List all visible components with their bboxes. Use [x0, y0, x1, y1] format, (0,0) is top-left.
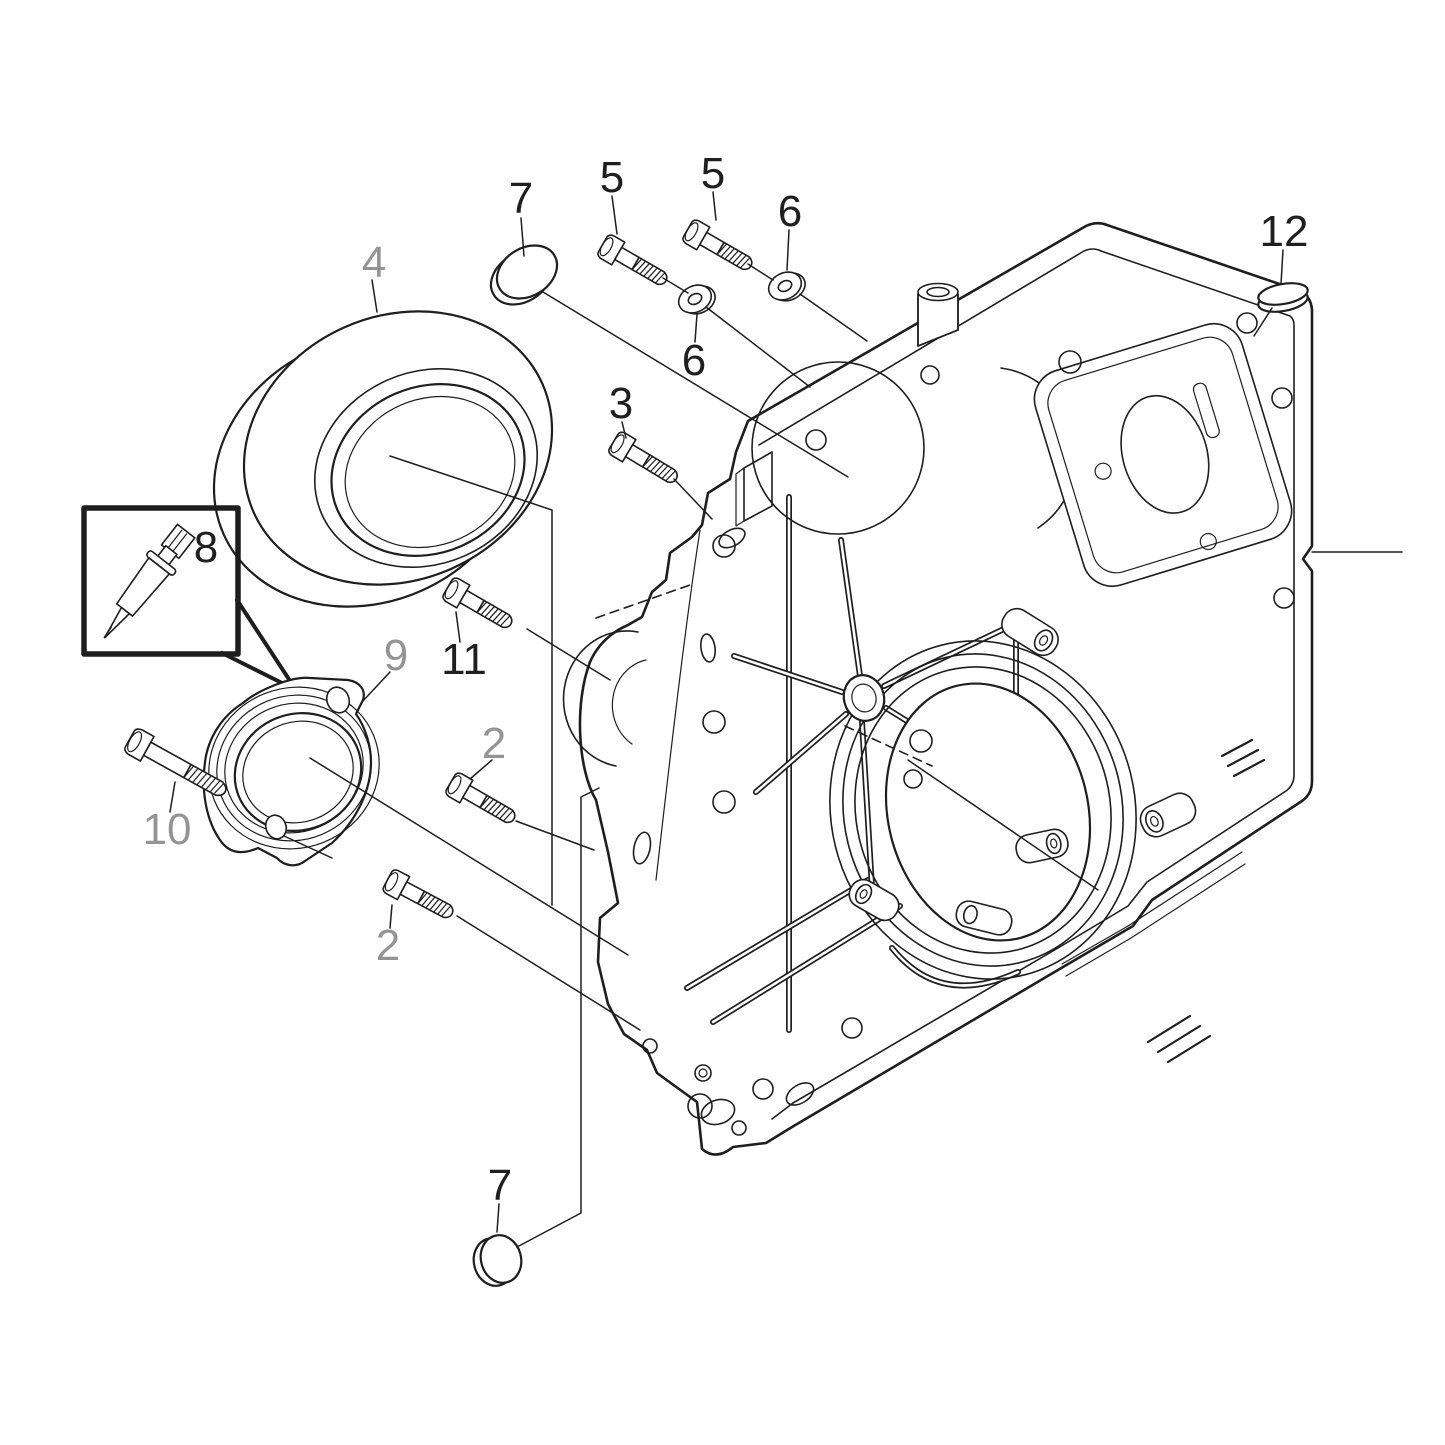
- callout-6a: 6: [682, 336, 706, 385]
- sealant-box: [81, 505, 298, 692]
- callout-12: 12: [1260, 207, 1309, 256]
- cam-opening: [751, 361, 925, 535]
- callout-labels: 4 7 5 5 6 6 3 12 8 9 11 2 10 2 7: [143, 149, 1309, 1210]
- plug-7-bottom: [472, 1234, 523, 1287]
- callout-2-lower: 2: [376, 921, 400, 970]
- callout-9: 9: [384, 631, 408, 680]
- callout-3: 3: [609, 379, 633, 428]
- bolt-3: [606, 429, 684, 491]
- bolt-5b: [680, 217, 759, 279]
- bolt-11: [440, 575, 519, 637]
- leader-lines: [169, 191, 1284, 1248]
- callout-5b: 5: [701, 149, 725, 198]
- hub-boss: [842, 674, 886, 722]
- seal-ring-drawing: [212, 310, 554, 608]
- crankshaft-bore: [829, 607, 1137, 980]
- callout-2-upper: 2: [482, 719, 506, 768]
- filler-boss: [917, 282, 959, 302]
- cover-flange-drawing: [202, 676, 380, 867]
- side-boss: [1139, 792, 1197, 838]
- bolt-2-lower: [380, 867, 459, 927]
- sealant-tube-icon: [103, 523, 196, 639]
- washer-6b: [763, 264, 811, 309]
- callout-10: 10: [143, 805, 192, 854]
- pocket-opening: [1033, 322, 1293, 588]
- bolt-5a: [595, 232, 674, 294]
- callout-6b: 6: [778, 187, 802, 236]
- callout-7-bottom: 7: [488, 1161, 512, 1210]
- plug-7-top: [489, 244, 559, 306]
- callout-5a: 5: [600, 153, 624, 202]
- callout-7-top: 7: [509, 174, 533, 223]
- callout-4: 4: [362, 238, 386, 287]
- bolt-2-upper: [443, 770, 522, 832]
- callout-8: 8: [194, 523, 218, 572]
- housing-drawing: [562, 221, 1403, 1156]
- callout-11: 11: [441, 635, 487, 684]
